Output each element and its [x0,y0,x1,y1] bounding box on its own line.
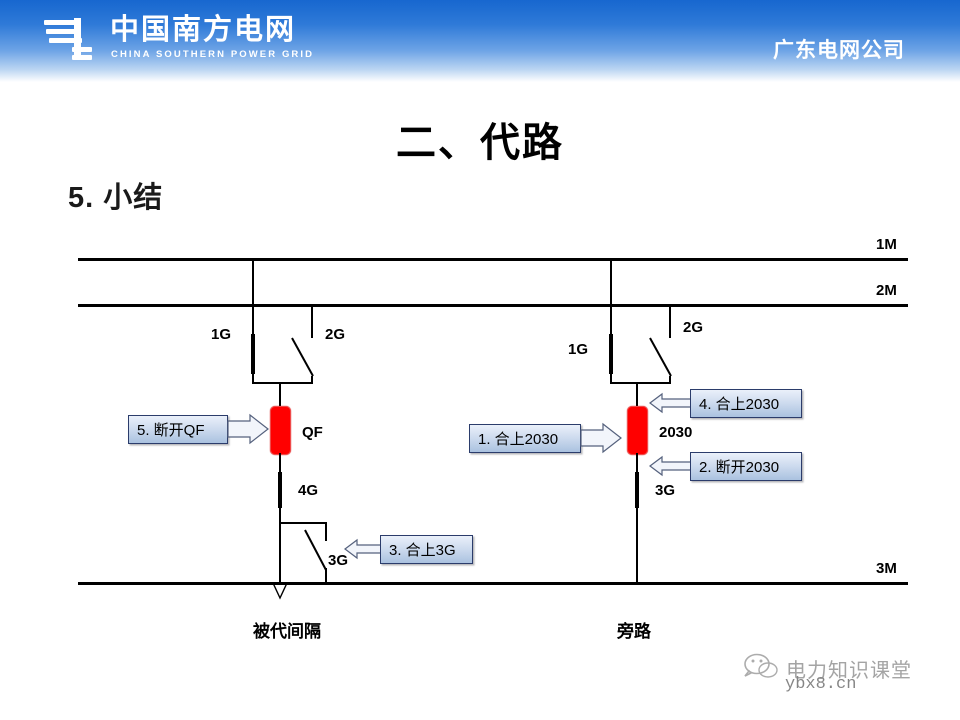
right-bay-switch-3G [635,472,639,508]
header-inner: 中国南方电网 CHINA SOUTHERN POWER GRID 广东电网公司 [0,0,960,72]
left-bay-2G-lower-lead [311,376,313,383]
left-bay-label-QF: QF [302,424,323,441]
left-bay-3G-branch-bar [279,522,327,524]
left-bay-label-4G: 4G [298,482,319,499]
right-bay-breaker-upper-lead [636,382,638,406]
left-bay-3G-lower-lead [325,568,327,584]
southern-power-grid-logo-icon [44,18,100,60]
left-bay-label-1G: 1G [211,326,232,343]
right-bay-switch-1G [609,334,613,374]
busbar-3M [78,582,908,585]
wechat-icon [742,653,782,686]
logo-english-text: CHINA SOUTHERN POWER GRID [111,49,315,60]
right-bay-bus-lead [636,508,638,584]
callout-step-1-label: 1. 合上2030 [478,431,559,448]
right-bay-label-3G: 3G [655,482,676,499]
left-bay-switch-3G [303,529,329,572]
left-bay-2M-drop [311,304,313,338]
busbar-1M [78,258,908,261]
right-bay-breaker-lower-lead [636,453,638,472]
logo-chinese-text: 中国南方电网 [110,14,297,46]
callout-step-1-arrow-icon [580,422,623,454]
left-bay-feeder-arrow-icon [270,582,290,608]
busbar-label-1M: 1M [876,236,897,253]
left-bay-label-2G: 2G [325,326,346,343]
right-bay-2G-lower-lead [669,376,671,383]
right-bay-tee-bar [610,382,671,384]
left-bay-breaker-upper-lead [279,382,281,406]
slide-header-banner: 中国南方电网 CHINA SOUTHERN POWER GRID 广东电网公司 [0,0,960,82]
left-bay-label-3G: 3G [328,552,349,569]
left-bay-1M-drop [252,258,254,334]
callout-step-2-label: 2. 断开2030 [699,459,780,476]
page-title: 二、代路 [396,121,564,165]
right-bay-label-2G: 2G [683,319,704,336]
left-bay-3G-upper-lead [325,522,327,541]
callout-step-4-arrow-icon [649,392,694,416]
watermark-url: ybx8.cn [785,675,857,694]
callout-step-5[interactable]: 5. 断开QF [128,415,228,444]
callout-step-3[interactable]: 3. 合上3G [380,535,473,564]
right-bay-2M-drop [669,304,671,338]
callout-step-2-arrow-icon [649,455,694,479]
right-bay-1G-lower-lead [610,374,612,383]
right-bay-label-2030: 2030 [659,424,693,441]
watermark-text: 电力知识课堂 [786,660,912,682]
callout-step-4-label: 4. 合上2030 [699,396,780,413]
left-bay-switch-1G [251,334,255,374]
left-bay-switch-2G [290,337,316,378]
callout-step-2[interactable]: 2. 断开2030 [690,452,802,481]
right-bay-foot-label: 旁路 [617,622,651,641]
company-name: 广东电网公司 [773,39,905,62]
right-bay-breaker-2030[interactable] [627,406,648,455]
section-subtitle: 5. 小结 [68,182,164,214]
callout-step-5-label: 5. 断开QF [137,422,205,439]
left-bay-foot-label: 被代间隔 [253,622,321,641]
left-bay-breaker-QF[interactable] [270,406,291,455]
left-bay-tee-bar [252,382,313,384]
left-bay-switch-4G [278,472,282,508]
callout-step-3-label: 3. 合上3G [389,542,456,559]
watermark: 电力知识课堂 ybx8.cn [742,652,957,712]
left-bay-breaker-lower-lead [279,453,281,472]
callout-step-4[interactable]: 4. 合上2030 [690,389,802,418]
right-bay-switch-2G [648,337,674,378]
callout-step-1[interactable]: 1. 合上2030 [469,424,581,453]
busbar-label-3M: 3M [876,560,897,577]
right-bay-1M-drop [610,258,612,334]
busbar-label-2M: 2M [876,282,897,299]
right-bay-label-1G: 1G [568,341,589,358]
callout-step-5-arrow-icon [227,413,270,445]
busbar-2M [78,304,908,307]
left-bay-feeder-lead [279,508,281,584]
left-bay-1G-lower-lead [252,374,254,383]
